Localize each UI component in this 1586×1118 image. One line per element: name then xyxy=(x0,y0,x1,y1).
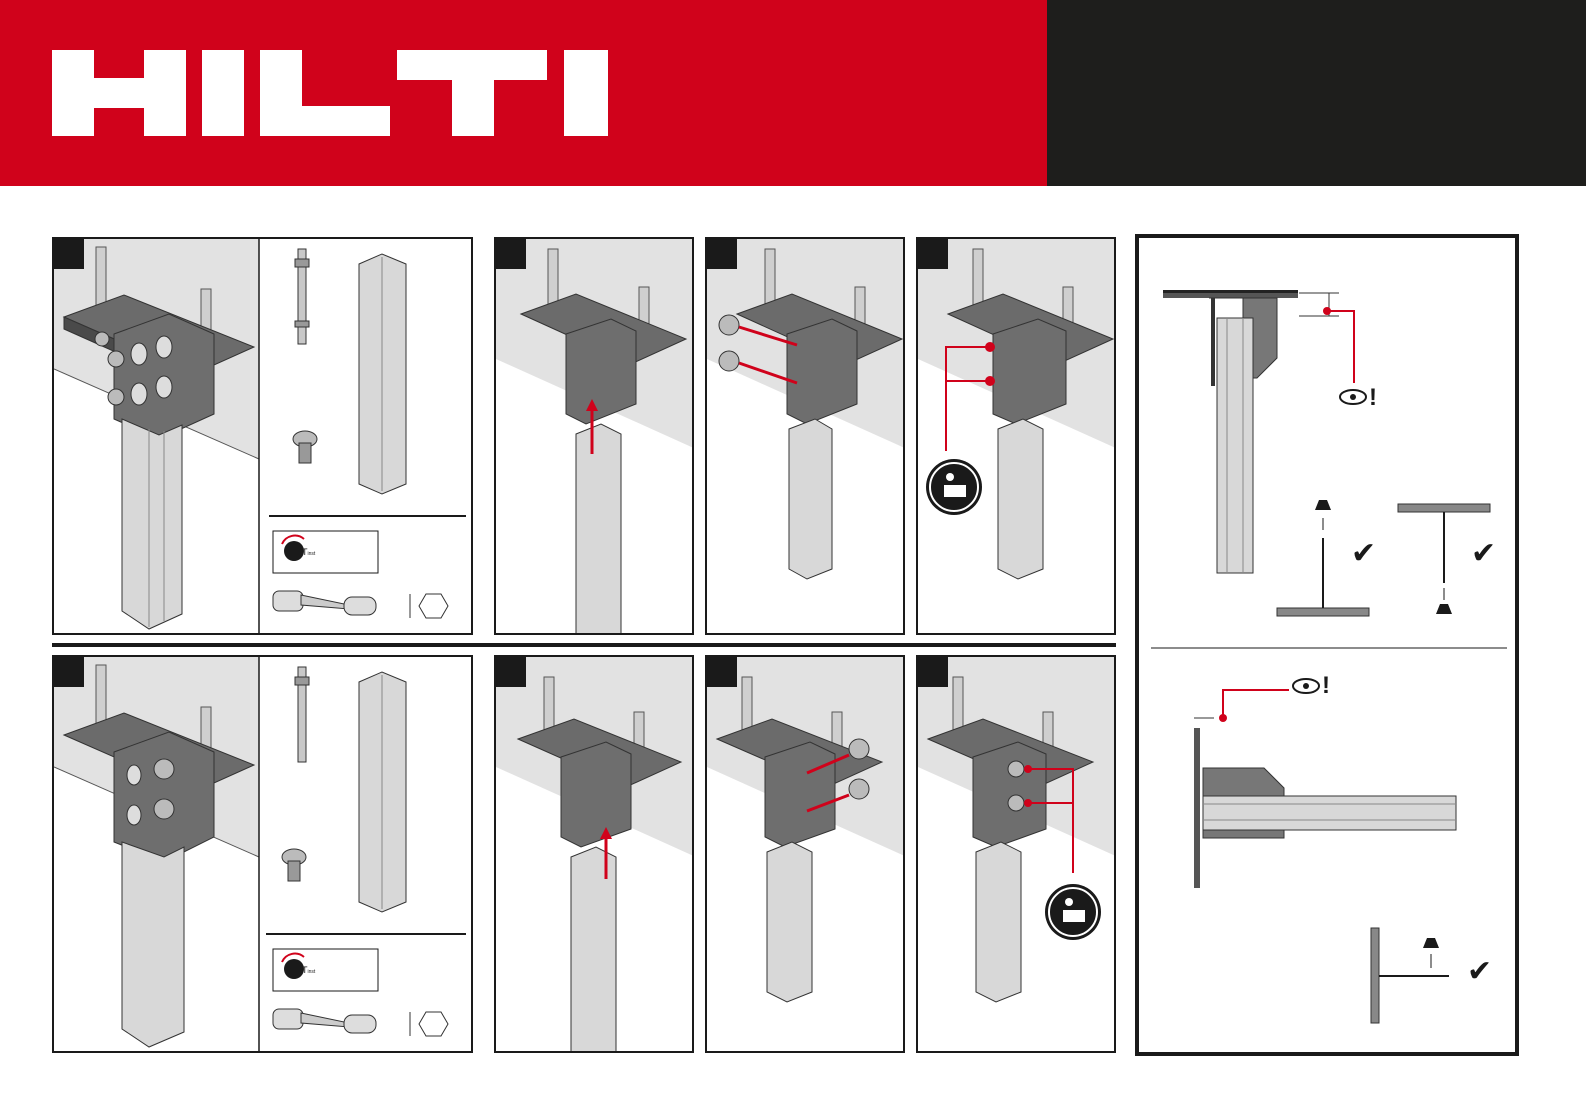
checkmark-icon: ✔ xyxy=(1467,954,1492,989)
inspect-icon-top: ! xyxy=(1339,386,1379,410)
panel-step-2-top xyxy=(494,237,694,635)
panel-step-3-top xyxy=(705,237,905,635)
step-number-box xyxy=(707,657,737,687)
read-manual-icon xyxy=(1045,884,1101,940)
step-number-box xyxy=(707,239,737,269)
panel-step-3-bottom xyxy=(705,655,905,1053)
row-separator xyxy=(52,643,1116,647)
checkmark-icon: ✔ xyxy=(1471,536,1496,571)
step-number-box xyxy=(918,657,948,687)
panel-step-1-top: Tinst xyxy=(52,237,473,635)
step-number-box xyxy=(54,657,84,687)
read-manual-icon xyxy=(926,459,982,515)
inspect-icon-bottom: ! xyxy=(1292,674,1332,698)
panel-step-2-bottom xyxy=(494,655,694,1053)
hilti-logo xyxy=(52,50,608,136)
step-number-box xyxy=(54,239,84,269)
torque-wrench-icon xyxy=(273,1009,383,1033)
eye-exclamation-icon: ! xyxy=(1322,672,1330,700)
tinst-label: Tinst xyxy=(302,547,315,557)
step-number-box xyxy=(918,239,948,269)
tinst-label: Tinst xyxy=(302,965,315,975)
step-number-box xyxy=(496,657,526,687)
panel-step-1-bottom: Tinst xyxy=(52,655,473,1053)
step-number-box xyxy=(496,239,526,269)
inspection-panel: ! ! ✔ ✔ ✔ xyxy=(1135,234,1519,1056)
panel-step-4-bottom xyxy=(916,655,1116,1053)
eye-exclamation-icon: ! xyxy=(1369,384,1377,412)
panel-step-4-top xyxy=(916,237,1116,635)
header-dark-band xyxy=(1047,0,1586,186)
checkmark-icon: ✔ xyxy=(1351,536,1376,571)
torque-wrench-icon xyxy=(273,591,383,615)
